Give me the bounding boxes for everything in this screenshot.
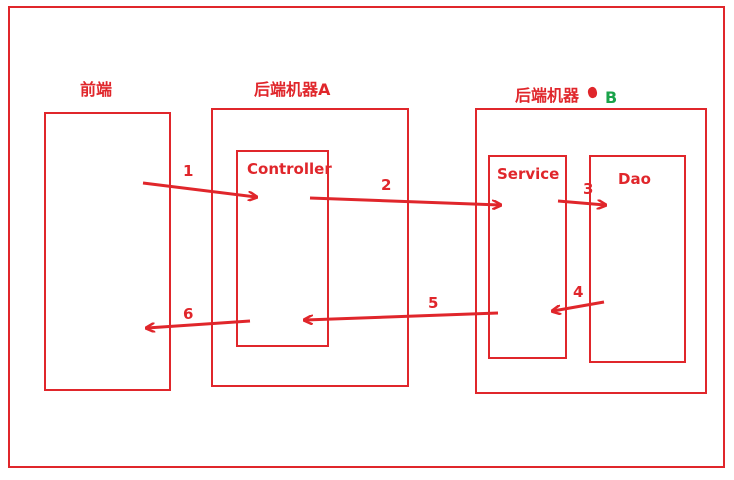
service-label: Service [497,165,560,183]
machine-b-label: 后端机器 [515,82,579,106]
frontend-label: 前端 [80,80,113,99]
controller-box [236,150,329,347]
step-5: 5 [428,294,439,312]
machine-b-label-text: 后端机器 [515,86,580,105]
arrow-5 [305,311,499,320]
machine-b-letter: B [605,88,618,107]
arrow-6 [147,319,251,328]
service-box [488,155,567,359]
arrow-1 [142,181,256,197]
step-2: 2 [381,176,392,194]
step-3: 3 [583,180,594,198]
frontend-box [44,112,171,391]
arrow-3 [557,201,605,205]
machine-a-label: 后端机器A [254,80,331,99]
outer-frame [8,6,725,468]
step-4: 4 [573,283,584,301]
controller-label: Controller [247,160,332,178]
machine-a-box [211,108,409,387]
dao-label: Dao [618,170,651,188]
arrow-2 [309,196,500,205]
step-6: 6 [183,305,194,323]
machine-b-box [475,108,707,394]
dao-box [589,155,686,363]
step-1: 1 [183,162,194,180]
arrow-4 [553,300,605,311]
